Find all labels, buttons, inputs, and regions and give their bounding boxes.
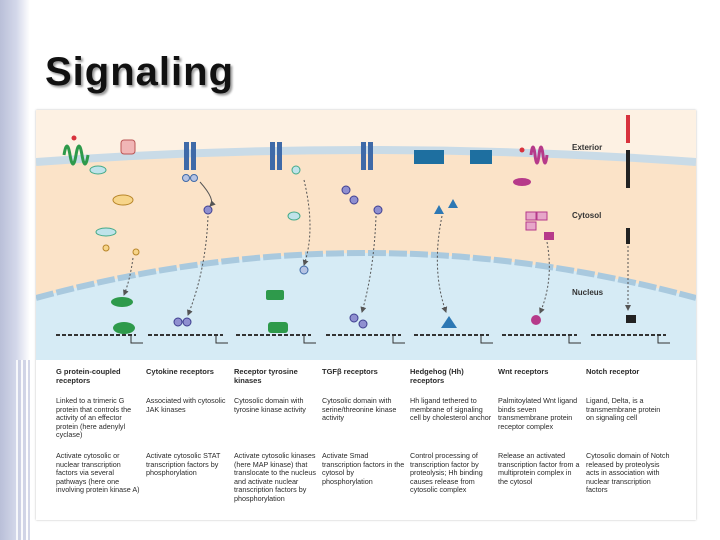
notch-intracellular [626,228,630,244]
pathway-response: Activate cytosolic or nuclear transcript… [56,451,140,495]
pathway-description: Associated with cytosolic JAK kinases [146,396,226,414]
ras-protein [291,165,301,175]
stat-factor [203,205,213,215]
rtk-monomer-a [270,142,275,170]
destruction-complex-c [525,221,537,231]
notch-pathway [625,115,636,323]
dishevelled [513,178,531,186]
jak-arrow [199,181,216,207]
label-exterior: Exterior [572,143,602,152]
stat-dimer-b [182,317,192,327]
pathway-title: Wnt receptors [498,367,549,376]
smad-nuclear-b [358,319,368,329]
wnt-pathway [513,145,554,325]
stat-dimer-a [173,317,183,327]
ci-complex-b [448,199,458,208]
pathway-title: Hedgehog (Hh) receptors [410,367,464,385]
dna-strands [56,334,670,344]
notch-on-dna [626,315,636,323]
pathway-title: G protein-coupled receptors [56,367,121,385]
pka-catalytic-a [102,244,110,252]
destruction-complex-a [525,211,537,221]
wnt-ligand [519,147,525,153]
label-nucleus: Nucleus [572,288,604,297]
pathway-description: Linked to a trimeric G protein that cont… [56,396,132,440]
nuclear-factor-on-dna [268,322,288,333]
cytokine-pathway [173,142,216,327]
wnt-arrow [539,241,550,314]
jak-kinase-b [190,174,198,182]
pathway-description: Hh ligand tethered to membrane of signal… [410,396,492,423]
pathway-description: Cytosolic domain with serine/threonine k… [322,396,397,423]
gpcr-pathway [62,135,140,334]
smad-phospho [373,205,383,215]
stat-arrow [187,215,209,316]
transcription-arrows [130,335,670,344]
pathway-response: Cytosolic domain of Notch released by pr… [586,451,670,495]
tgfb-receptor-b [368,142,373,170]
tgfb-receptor-a [361,142,366,170]
hedgehog-pathway [414,150,492,328]
cytokine-receptor-a [184,142,189,170]
gpcr-ligand [71,135,77,141]
notch-receptor [626,150,630,188]
gpcr-arrow [123,257,134,296]
beta-catenin-nuclear [531,315,541,325]
slide-decoration-lines [16,360,30,540]
ci-complex-a [434,205,444,214]
rtk-pathway [266,142,311,333]
pka-catalytic-b [132,248,140,256]
pathway-description: Palmitoylated Wnt ligand binds seven tra… [498,396,578,431]
rtk-monomer-b [277,142,282,170]
map-kinase [299,265,309,275]
patched-receptor [414,150,444,164]
text-panel [36,360,696,520]
g-protein [89,165,107,175]
pathway-title: Receptor tyrosine kinases [234,367,298,385]
pathway-response: Activate cytosolic kinases (here MAP kin… [234,451,316,503]
pka-regulatory [95,227,117,237]
pathway-description: Ligand, Delta, is a transmembrane protei… [586,396,661,423]
nuclear-factor [266,290,284,300]
destruction-complex-b [536,211,548,221]
pathway-response: Release an activated transcription facto… [498,451,580,486]
pathway-response: Activate cytosolic STAT transcription fa… [146,451,221,478]
beta-catenin [544,232,554,240]
pathway-title: TGFβ receptors [322,367,378,376]
pathway-title: Notch receptor [586,367,640,376]
cytokine-receptor-b [191,142,196,170]
smad-b [349,195,359,205]
hh-arrow [436,215,448,313]
smad-a [341,185,351,195]
rtk-arrow [302,179,311,266]
smoothened-receptor [470,150,492,164]
delta-ligand [626,115,630,143]
pathway-response: Control processing of transcription fact… [410,451,483,495]
pathway-title: Cytokine receptors [146,367,214,376]
tgfb-arrow [360,215,377,313]
pathway-response: Activate Smad transcription factors in t… [322,451,405,486]
pka-complex [112,194,134,206]
gpcr-receptor [62,144,90,166]
tgfb-pathway [341,142,383,329]
smad-nuclear-a [349,313,359,323]
frizzled-receptor [529,145,549,165]
jak-kinase-a [182,174,190,182]
creb-on-dna [113,322,135,334]
creb-factor [111,297,133,307]
signaling-figure: Exterior Cytosol Nucleus [36,110,696,520]
slide-title: Signaling [45,50,234,94]
adenylyl-cyclase [120,139,136,155]
pathway-description: Cytosolic domain with tyrosine kinase ac… [234,396,306,414]
ci-on-dna [441,316,457,328]
map-kinase-cascade [287,211,301,221]
label-cytosol: Cytosol [572,211,601,220]
signaling-diagram: Exterior Cytosol Nucleus [36,110,696,520]
nuclear-envelope [36,250,696,301]
